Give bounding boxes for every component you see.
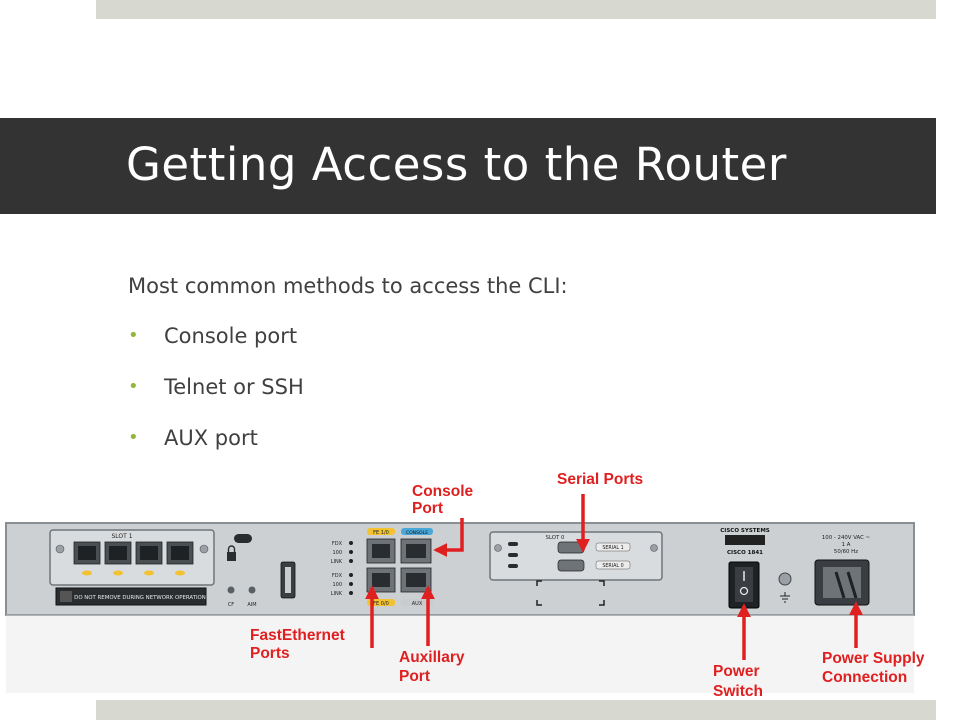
console-callout-arrow xyxy=(433,518,464,557)
bullet-label: Console port xyxy=(164,324,298,348)
ground-screw xyxy=(778,572,792,586)
warning-label: DO NOT REMOVE DURING NETWORK OPERATION xyxy=(74,595,206,601)
console-label: CONSOLE xyxy=(406,530,428,536)
fe-bottom-label: FE 0/0 xyxy=(373,601,389,607)
power-rating-line2: 1 A xyxy=(842,542,851,548)
slot1-status-leds xyxy=(82,570,185,576)
bullet-label: Telnet or SSH xyxy=(164,375,304,399)
bullet-label: AUX port xyxy=(164,426,258,450)
fdx-label: FDX xyxy=(332,541,343,547)
bullet-dot-icon: • xyxy=(128,376,139,397)
slot1-label: SLOT 1 xyxy=(111,533,132,540)
bottom-accent-bar xyxy=(96,700,936,720)
cisco-logo xyxy=(725,535,765,545)
link-label-lower: LINK xyxy=(331,591,343,597)
lock-icon xyxy=(227,552,236,561)
bullet-item: • Telnet or SSH xyxy=(128,374,304,425)
cisco-model-label: CISCO 1841 xyxy=(727,550,763,556)
router-rear-panel-figure: SLOT 1 DO NOT REMOVE DURING NETWORK OPER… xyxy=(5,471,925,700)
cisco-brand-label: CISCO SYSTEMS xyxy=(720,528,770,534)
slide-title: Getting Access to the Router xyxy=(126,138,787,191)
serial-ports-callout: Serial Ports xyxy=(557,471,643,488)
power-rating-line3: 50/60 Hz xyxy=(834,549,858,555)
serial1-port xyxy=(557,541,585,554)
slot0-label: SLOT 0 xyxy=(546,535,565,541)
aux-label: AUX xyxy=(412,601,423,607)
speed-label-lower: 100 xyxy=(332,582,342,588)
link-label: LINK xyxy=(331,559,343,565)
port-status-leds xyxy=(349,541,353,595)
bullet-list: • Console port • Telnet or SSH • AUX port xyxy=(128,323,304,476)
title-band xyxy=(0,118,936,214)
bullet-dot-icon: • xyxy=(128,325,139,346)
router-shelf xyxy=(6,615,914,693)
serial1-label: SERIAL 1 xyxy=(602,545,623,551)
serial0-port xyxy=(557,559,585,572)
compact-flash-slot xyxy=(55,587,207,606)
bullet-item: • Console port xyxy=(128,323,304,374)
cf-led-label: CF xyxy=(228,602,234,608)
top-accent-bar xyxy=(96,0,936,19)
fdx-label-lower: FDX xyxy=(332,573,343,579)
ground-icon xyxy=(780,592,790,603)
serial0-label: SERIAL 0 xyxy=(602,563,623,569)
bullet-item: • AUX port xyxy=(128,425,304,476)
power-rating-line1: 100 - 240V VAC ~ xyxy=(822,535,870,541)
speed-label: 100 xyxy=(332,550,342,556)
slot1-ethernet-ports xyxy=(73,541,194,565)
fe-top-label: FE 1/0 xyxy=(373,530,389,536)
bullet-dot-icon: • xyxy=(128,427,139,448)
intro-text: Most common methods to access the CLI: xyxy=(128,274,568,298)
aim-led-label: AIM xyxy=(247,602,256,608)
